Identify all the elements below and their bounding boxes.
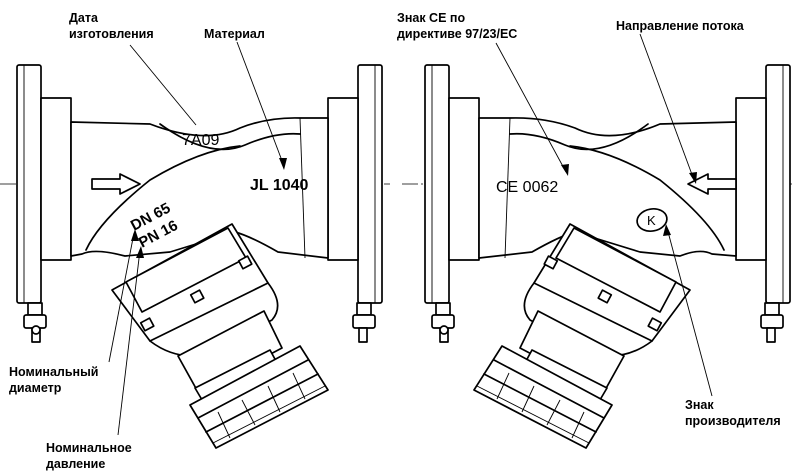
manufacture-date-label-line1: Дата	[69, 11, 99, 25]
flow-direction-label: Направление потока	[616, 19, 745, 33]
left-valve-drawing	[0, 64, 390, 449]
material-code-mark: JL 1040	[250, 177, 309, 194]
right-valve-drawing	[402, 64, 792, 449]
ce-mark-label-line2: директиве 97/23/EC	[397, 27, 517, 41]
callout-labels: Дата изготовления Материал Знак CE по ди…	[9, 11, 781, 471]
nominal-pressure-label-line2: давление	[46, 457, 105, 471]
date-code-mark: 7A09	[182, 132, 219, 149]
manufacturer-logo-letter: K	[647, 213, 656, 228]
manufacturer-mark-label-line2: производителя	[685, 414, 781, 428]
ce-mark-label-line1: Знак CE по	[397, 11, 465, 25]
nominal-diameter-label-line2: диаметр	[9, 381, 62, 395]
manufacturer-mark-label-line1: Знак	[685, 398, 714, 412]
nominal-diameter-label-line1: Номинальный	[9, 365, 98, 379]
nominal-pressure-label-line1: Номинальное	[46, 441, 132, 455]
leader-lines	[108, 33, 713, 436]
ce-code-mark: CE 0062	[496, 179, 558, 196]
material-label: Материал	[204, 27, 265, 41]
manufacturer-logo-icon	[636, 208, 668, 232]
manufacture-date-label-line2: изготовления	[69, 27, 154, 41]
